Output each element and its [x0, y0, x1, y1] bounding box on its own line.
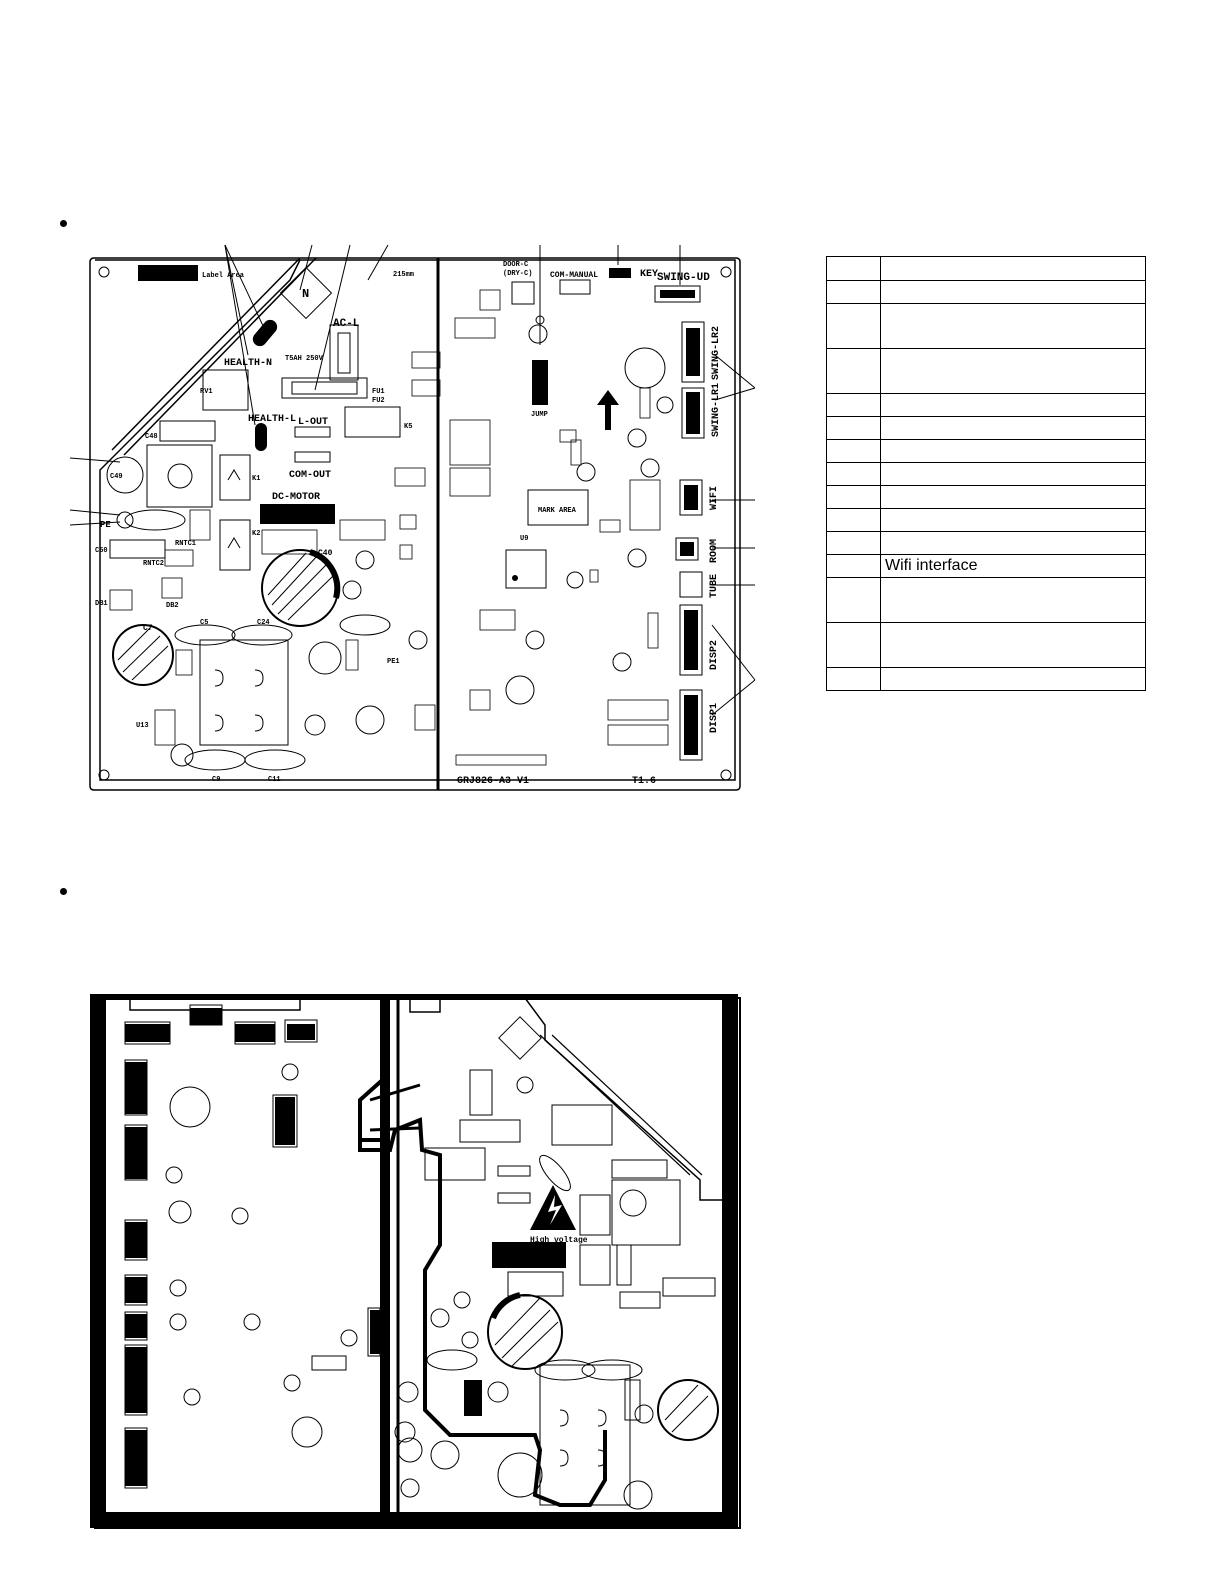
pcb-bottom-view: High voltage	[90, 994, 741, 1529]
model-label: GRJ826-A3 V1	[457, 776, 529, 787]
table-row	[826, 462, 1146, 486]
swing-lr1-label: SWING-LR1	[711, 383, 722, 437]
c11-label: C11	[268, 776, 281, 784]
wifi-interface-desc: Wifi interface	[880, 554, 1146, 578]
u13-label: U13	[136, 722, 149, 730]
table-row	[826, 256, 1146, 281]
c49-label: C49	[110, 473, 123, 481]
disp1-label: DISP1	[709, 703, 720, 733]
rntc1-label: RNTC1	[175, 540, 196, 548]
bullet-bottom	[60, 888, 67, 895]
dry-c-label: (DRY-C)	[503, 270, 532, 278]
dc-motor-label: DC-MOTOR	[272, 492, 320, 503]
com-manual-label: COM-MANUAL	[550, 271, 598, 280]
table-row	[826, 485, 1146, 509]
mark-area-label: MARK AREA	[538, 507, 577, 515]
table-row	[826, 531, 1146, 555]
fu1-label: FU1	[372, 388, 385, 396]
table-row: Wifi interface	[826, 554, 1146, 578]
table-row	[826, 439, 1146, 463]
swing-lr2-label: SWING-LR2	[711, 326, 722, 380]
door-c-label: DOOR-C	[503, 261, 528, 269]
tube-label: TUBE	[709, 574, 720, 598]
pe-label: PE	[100, 520, 111, 530]
t1-6-label: T1.6	[632, 776, 656, 787]
u9-label: U9	[520, 535, 528, 543]
k2-label: K2	[252, 530, 260, 538]
key-label: KEY	[640, 269, 658, 280]
c5-label: C5	[200, 619, 208, 627]
disp2-label: DISP2	[709, 640, 720, 670]
db2-label: DB2	[166, 602, 179, 610]
c24-label: C24	[257, 619, 270, 627]
table-row	[826, 622, 1146, 668]
c9-label: C9	[212, 776, 220, 784]
n-label: N	[302, 287, 309, 301]
k5-label: K5	[404, 423, 412, 431]
label-area-text: Label Area	[202, 272, 245, 280]
fuse-rating-label: T5AH 250V	[285, 355, 324, 363]
table-row	[826, 348, 1146, 394]
component-legend-table: Wifi interface	[826, 256, 1146, 691]
health-n-label: HEALTH-N	[224, 358, 272, 369]
high-voltage-label: High voltage	[530, 1236, 588, 1245]
swing-ud-label: SWING-UD	[657, 272, 710, 284]
rntc2-label: RNTC2	[143, 560, 164, 568]
room-label: ROOM	[709, 539, 720, 563]
table-row	[826, 577, 1146, 623]
fu2-label: FU2	[372, 397, 385, 405]
dim-215-label: 215mm	[393, 271, 414, 279]
table-row	[826, 508, 1146, 532]
wifi-label: WIFI	[709, 486, 720, 510]
pcb-top-view: Label Area N 215mm AC-L T5AH 250V HEALTH…	[69, 244, 756, 791]
ac-l-label: AC-L	[333, 318, 360, 330]
table-row	[826, 303, 1146, 349]
bullet-top	[60, 220, 67, 227]
table-row	[826, 393, 1146, 417]
rv1-label: RV1	[200, 388, 213, 396]
pe1-label: PE1	[387, 658, 400, 666]
c7-label: C7	[143, 624, 153, 633]
l-out-label: L-OUT	[298, 417, 328, 428]
com-out-label: COM-OUT	[289, 470, 331, 481]
c50-label: C50	[95, 547, 108, 555]
table-row	[826, 416, 1146, 440]
health-l-label: HEALTH-L	[248, 414, 296, 425]
table-row	[826, 667, 1146, 691]
c48-label: C48	[145, 433, 158, 441]
table-row	[826, 280, 1146, 304]
db1-label: DB1	[95, 600, 108, 608]
jump-label: JUMP	[531, 411, 548, 419]
k1-label: K1	[252, 475, 260, 483]
c40-label: C40	[318, 549, 333, 558]
